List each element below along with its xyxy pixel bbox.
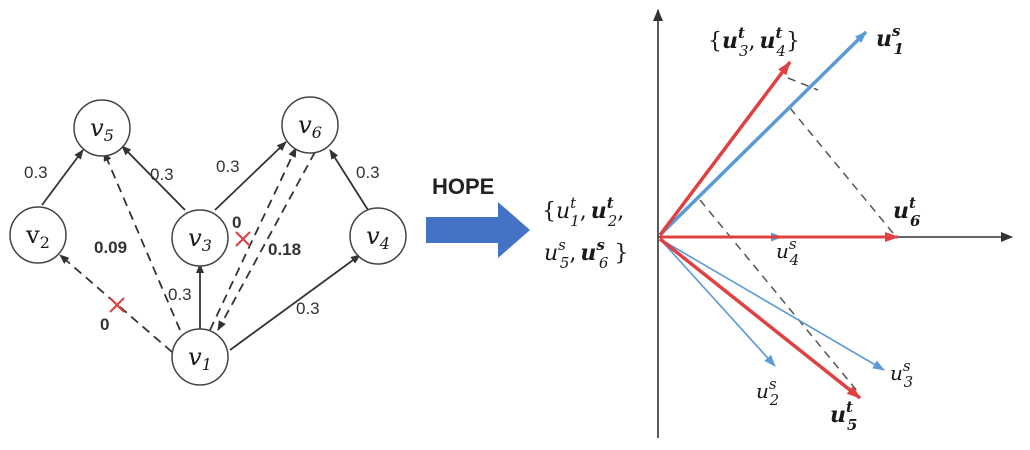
weight-v1-v6: 0	[232, 213, 241, 232]
edge-v3-v6	[214, 141, 287, 211]
weight-v2-v5: 0.3	[24, 163, 48, 182]
hope-transform: HOPE	[426, 174, 530, 258]
edge-v6-v1	[217, 151, 316, 331]
svg-text:v1: v1	[188, 343, 212, 374]
edge-v1-v2	[59, 254, 173, 353]
edge-v1-v4	[229, 254, 361, 351]
projection-u1s-u6t	[789, 107, 894, 234]
vector-u3s	[659, 238, 885, 371]
vector-u2s	[659, 238, 776, 367]
graph: 0.3 0.3 0.3 0.3 0.3 0.3 0.09 0.18 0 0 v5…	[9, 96, 407, 386]
cross-mark-v1-v6	[235, 231, 251, 247]
svg-text:v4: v4	[366, 222, 390, 253]
node-v2: v2	[9, 206, 67, 264]
node-v3: v3	[171, 209, 229, 267]
node-v6: v6	[281, 96, 339, 154]
projection-u3t-u1s	[787, 77, 819, 91]
node-v4: v4	[349, 207, 407, 265]
weight-v3-v5: 0.3	[150, 165, 174, 184]
svg-text:v3: v3	[188, 224, 212, 255]
weight-v1-v2: 0	[100, 315, 109, 334]
weight-v1-v5: 0.09	[94, 238, 127, 257]
hope-arrow-icon	[426, 202, 530, 258]
svg-text:v2: v2	[25, 221, 50, 252]
edge-v1-v6	[209, 147, 297, 331]
node-v1: v1	[171, 328, 229, 386]
svg-text:v6: v6	[298, 111, 322, 142]
weight-v1-v4: 0.3	[296, 299, 320, 318]
weight-v4-v6: 0.3	[356, 163, 380, 182]
node-v5: v5	[73, 99, 131, 157]
vector-u3t-u4t	[658, 60, 792, 237]
projection-u5t-origin	[699, 199, 859, 393]
edge-v1-v5	[103, 151, 181, 331]
hope-label: HOPE	[432, 174, 494, 199]
vector-u5t	[658, 237, 862, 400]
edge-v3-v5	[121, 145, 186, 211]
weight-v6-v1: 0.18	[268, 240, 301, 259]
vector-u1s	[658, 30, 868, 237]
edge-v2-v5	[41, 149, 84, 206]
cross-mark-v1-v2	[109, 297, 125, 313]
edge-v4-v6	[329, 149, 369, 211]
svg-text:v5: v5	[90, 114, 114, 145]
weight-v1-v3: 0.3	[168, 285, 192, 304]
weight-v3-v6: 0.3	[216, 157, 240, 176]
